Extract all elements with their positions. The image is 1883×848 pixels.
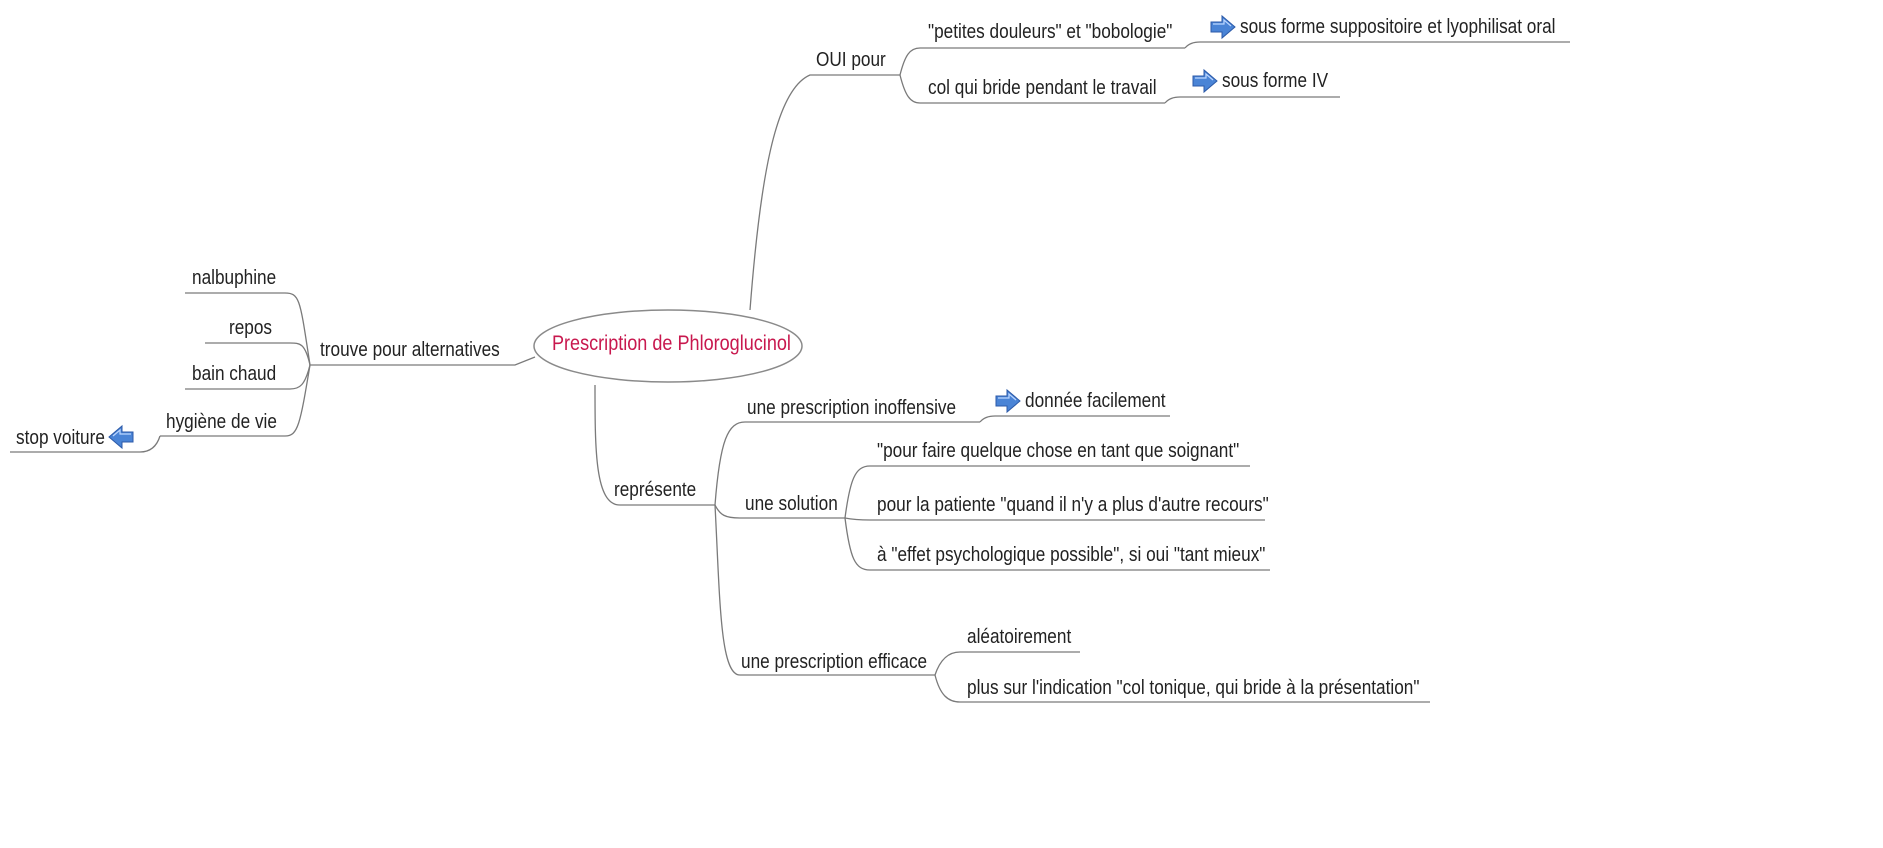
- node-pour-la-patiente[interactable]: pour la patiente "quand il n'y a plus d'…: [877, 494, 1269, 516]
- branch-represente[interactable]: représente: [614, 479, 697, 501]
- node-hygiene-de-vie[interactable]: hygiène de vie: [166, 411, 277, 433]
- arrow-right-icon: [1210, 14, 1236, 40]
- center-topic[interactable]: Prescription de Phloroglucinol: [552, 332, 791, 355]
- center-ellipse: [533, 309, 803, 383]
- node-aleatoirement[interactable]: aléatoirement: [967, 626, 1072, 648]
- arrow-right-icon: [995, 388, 1021, 414]
- node-plus-sur-indication[interactable]: plus sur l'indication "col tonique, qui …: [967, 677, 1420, 699]
- node-une-solution[interactable]: une solution: [745, 493, 838, 515]
- node-petites-douleurs[interactable]: "petites douleurs" et "bobologie": [928, 21, 1173, 43]
- arrow-right-icon: [1192, 68, 1218, 94]
- node-prescription-inoffensive[interactable]: une prescription inoffensive: [747, 397, 957, 419]
- note-donnee-facilement[interactable]: donnée facilement: [1025, 390, 1166, 412]
- note-stop-voiture[interactable]: stop voiture: [16, 427, 105, 449]
- arrow-left-icon: [108, 424, 134, 450]
- node-nalbuphine[interactable]: nalbuphine: [192, 267, 277, 289]
- note-suppositoire[interactable]: sous forme suppositoire et lyophilisat o…: [1240, 16, 1556, 38]
- node-pour-faire-quelque-chose[interactable]: "pour faire quelque chose en tant que so…: [877, 440, 1240, 462]
- node-effet-psychologique[interactable]: à "effet psychologique possible", si oui…: [877, 544, 1266, 566]
- node-prescription-efficace[interactable]: une prescription efficace: [741, 651, 928, 673]
- node-repos[interactable]: repos: [229, 317, 273, 339]
- note-forme-iv[interactable]: sous forme IV: [1222, 70, 1329, 92]
- node-bain-chaud[interactable]: bain chaud: [192, 363, 277, 385]
- branch-oui-pour[interactable]: OUI pour: [816, 49, 886, 71]
- branch-trouve-pour-alternatives[interactable]: trouve pour alternatives: [320, 339, 500, 361]
- node-col-qui-bride[interactable]: col qui bride pendant le travail: [928, 77, 1157, 99]
